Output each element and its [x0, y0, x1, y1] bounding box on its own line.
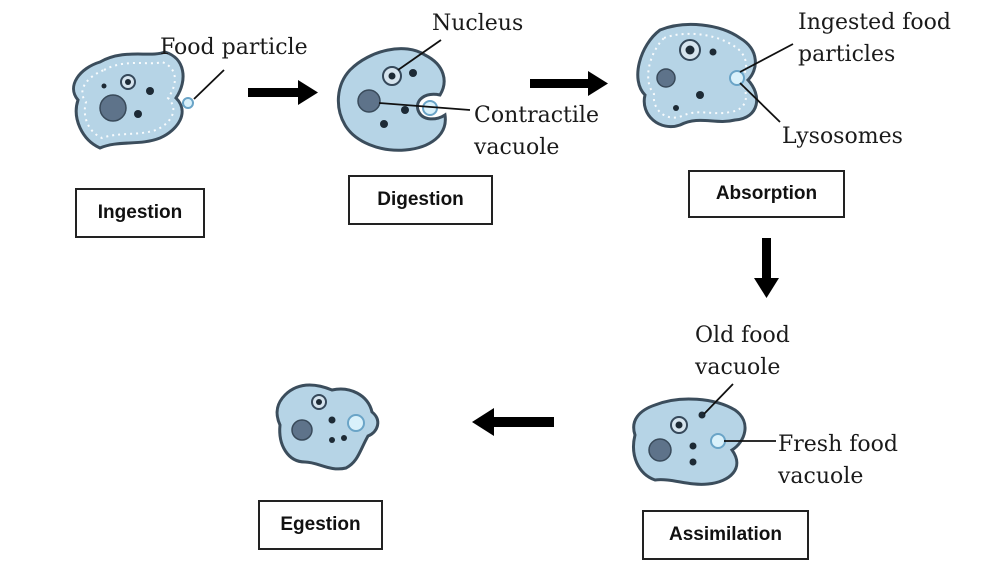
fresh-food-label-line1: Fresh food	[778, 432, 898, 457]
arrow-digestion-to-absorption	[530, 71, 608, 96]
old-food-label-line1: Old food	[695, 323, 790, 348]
ingestion-cell	[72, 50, 194, 150]
contractile-leader	[378, 102, 471, 111]
nucleus-leader	[397, 39, 442, 71]
arrow-assimilation-to-egestion	[472, 408, 554, 436]
ingested-leader	[739, 43, 794, 73]
nucleus-label: Nucleus	[432, 11, 523, 36]
contractile-label-line2: vacuole	[473, 135, 559, 160]
stage-assimilation-box: Assimilation	[642, 510, 809, 560]
ingested-label-line2: particles	[798, 42, 895, 67]
absorption-cell	[636, 22, 759, 128]
arrow-ingestion-to-digestion	[248, 80, 318, 105]
stage-ingestion-box: Ingestion	[75, 188, 205, 238]
stage-absorption-box: Absorption	[688, 170, 845, 218]
arrow-absorption-to-assimilation	[754, 238, 779, 298]
lysosomes-label: Lysosomes	[782, 124, 903, 149]
ingested-label-line1: Ingested food	[798, 10, 951, 35]
old-food-leader	[703, 383, 734, 415]
digestion-cell	[336, 47, 447, 152]
food-particle-label: Food particle	[160, 35, 308, 60]
stage-egestion-box: Egestion	[258, 500, 383, 550]
egestion-cell	[275, 383, 380, 471]
contractile-label-line1: Contractile	[474, 103, 599, 128]
stage-digestion-box: Digestion	[348, 175, 493, 225]
assimilation-cell	[632, 397, 747, 486]
fresh-food-label-line2: vacuole	[777, 464, 863, 489]
food-particle-leader	[193, 69, 225, 100]
old-food-label-line2: vacuole	[694, 355, 780, 380]
food-particle-shape	[182, 97, 194, 109]
lysosomes-leader	[739, 82, 781, 123]
